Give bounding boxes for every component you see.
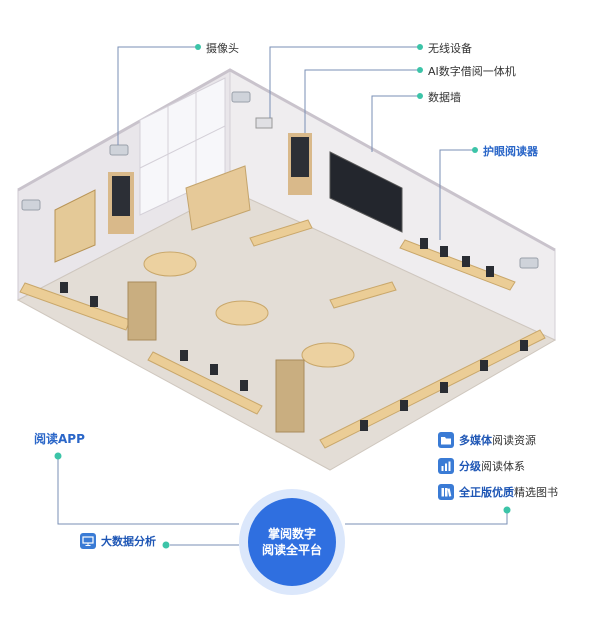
feature-multimedia: 多媒体阅读资源 xyxy=(438,432,536,448)
platform-title-line1: 掌阅数字 xyxy=(267,527,316,541)
front-desk xyxy=(185,165,251,231)
callout-lines xyxy=(57,46,508,546)
chart-bar-icon xyxy=(438,458,454,474)
counters xyxy=(19,219,546,449)
label-camera: 摄像头 xyxy=(206,42,239,55)
door xyxy=(54,189,96,263)
camera-icon xyxy=(21,91,539,269)
router-icon xyxy=(255,117,273,129)
feature-graded: 分级阅读体系 xyxy=(438,458,525,474)
tablets xyxy=(60,238,528,431)
kiosk-left xyxy=(108,172,134,234)
feature-big-data: 大数据分析 xyxy=(80,533,156,549)
label-reading-app: 阅读APP xyxy=(34,432,85,446)
books-icon xyxy=(438,484,454,500)
label-data-wall: 数据墙 xyxy=(428,91,461,104)
label-ai-machine: AI数字借阅一体机 xyxy=(428,65,516,78)
kiosk-right xyxy=(288,133,312,195)
round-tables xyxy=(143,251,355,368)
platform-badge-inner: 掌阅数字 阅读全平台 xyxy=(248,498,336,586)
windows xyxy=(139,77,226,216)
monitor-icon xyxy=(80,533,96,549)
platform-title-line2: 阅读全平台 xyxy=(261,543,322,557)
label-wireless: 无线设备 xyxy=(428,42,472,55)
feature-books: 全正版优质精选图书 xyxy=(438,484,558,500)
platform-badge: 掌阅数字 阅读全平台 xyxy=(239,489,345,595)
label-eye-reader: 护眼阅读器 xyxy=(483,145,538,158)
multimedia-icon xyxy=(438,432,454,448)
bookshelf-left xyxy=(127,281,157,341)
callout-nodes xyxy=(54,44,511,549)
big-data-label: 大数据分析 xyxy=(101,535,156,548)
data-wall-screen xyxy=(329,151,403,233)
bookshelf-right xyxy=(275,359,305,433)
